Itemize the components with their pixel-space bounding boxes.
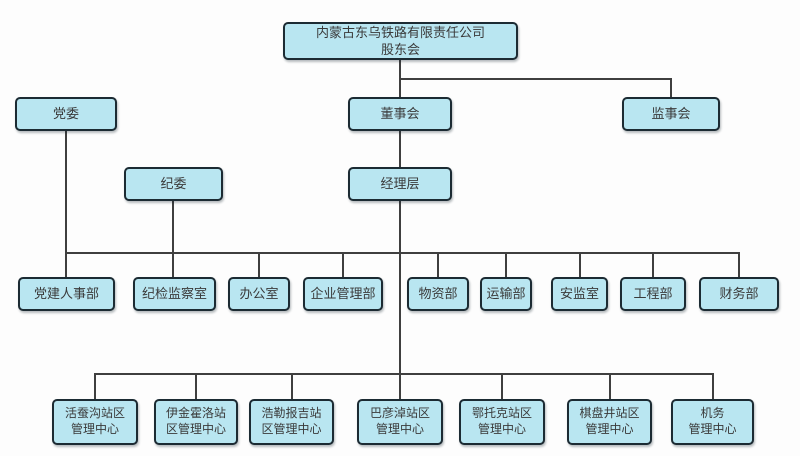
connector-party-down bbox=[65, 131, 67, 277]
org-node-safety-supervision-office: 安监室 bbox=[551, 277, 608, 311]
connector-center-drop bbox=[712, 373, 714, 399]
department-label: 运输部 bbox=[486, 286, 526, 302]
org-node-general-office: 办公室 bbox=[228, 277, 290, 311]
center-label-line2: 管理中心 bbox=[375, 422, 424, 436]
connector-management-down bbox=[399, 201, 401, 400]
department-label: 办公室 bbox=[239, 286, 279, 302]
supervisory-board-label: 监事会 bbox=[651, 106, 691, 122]
org-node-party-committee: 党委 bbox=[15, 97, 117, 131]
center-label-line2: 区管理中心 bbox=[165, 422, 226, 436]
org-node-locomotive-management-center: 机务 管理中心 bbox=[671, 399, 754, 445]
department-label: 工程部 bbox=[633, 286, 673, 302]
org-node-finance-dept: 财务部 bbox=[699, 277, 779, 311]
connector-dept-drop bbox=[258, 252, 260, 277]
org-node-etuoke-station-center: 鄂托克站区 管理中心 bbox=[459, 399, 545, 445]
department-label: 安监室 bbox=[559, 286, 599, 302]
center-label-line1: 棋盘井站区 bbox=[579, 406, 640, 421]
org-node-qipanjing-station-center: 棋盘井站区 管理中心 bbox=[567, 399, 652, 445]
shareholders-label-line1: 内蒙古东乌铁路有限责任公司 bbox=[315, 24, 485, 40]
center-label-line2: 管理中心 bbox=[585, 422, 634, 436]
connector-discipline-down bbox=[172, 201, 174, 277]
center-label-line1: 鄂托克站区 bbox=[471, 406, 532, 421]
discipline-committee-label: 纪委 bbox=[160, 176, 187, 192]
board-of-directors-label: 董事会 bbox=[380, 106, 420, 122]
center-label-line1: 巴彦淖站区 bbox=[369, 406, 430, 421]
department-label: 财务部 bbox=[719, 286, 759, 302]
connector-dept-drop bbox=[505, 252, 507, 277]
connector-dept-drop bbox=[652, 252, 654, 277]
org-node-yijinhuoluo-station-center: 伊金霍洛站 区管理中心 bbox=[154, 399, 238, 445]
connector-center-drop bbox=[94, 373, 96, 399]
connector-center-bus bbox=[94, 373, 714, 375]
org-node-enterprise-management-dept: 企业管理部 bbox=[303, 277, 383, 311]
org-node-discipline-committee: 纪委 bbox=[124, 167, 223, 201]
management-team-label: 经理层 bbox=[380, 176, 420, 192]
org-node-transportation-dept: 运输部 bbox=[480, 277, 532, 311]
department-label: 企业管理部 bbox=[310, 286, 376, 302]
department-label: 物资部 bbox=[418, 286, 458, 302]
center-label-line2: 管理中心 bbox=[70, 422, 119, 436]
party-committee-label: 党委 bbox=[52, 106, 79, 122]
connector-center-drop bbox=[501, 373, 503, 399]
org-node-huocangou-station-center: 活蚕沟站区 管理中心 bbox=[52, 399, 138, 445]
org-node-bayannao-station-center: 巴彦淖站区 管理中心 bbox=[357, 399, 443, 445]
org-node-discipline-inspection-office: 纪检监察室 bbox=[133, 277, 216, 311]
center-label-line1: 活蚕沟站区 bbox=[64, 406, 125, 421]
connector-dept-bus bbox=[65, 252, 740, 254]
connector-dept-drop bbox=[738, 252, 740, 277]
org-node-shareholders-meeting: 内蒙古东乌铁路有限责任公司 股东会 bbox=[283, 22, 518, 60]
org-node-board-of-directors: 董事会 bbox=[348, 97, 452, 131]
connector-top-bus bbox=[399, 78, 672, 80]
center-label-line1: 伊金霍洛站 bbox=[165, 406, 226, 421]
org-node-haolebaoji-station-center: 浩勒报吉站 区管理中心 bbox=[249, 399, 334, 445]
center-label-line2: 管理中心 bbox=[477, 422, 526, 436]
center-label-line1: 机务 bbox=[700, 406, 725, 421]
department-label: 党建人事部 bbox=[33, 286, 99, 302]
connector-dept-drop bbox=[579, 252, 581, 277]
connector-board-to-management bbox=[399, 131, 401, 167]
connector-center-drop bbox=[291, 373, 293, 399]
org-node-management-team: 经理层 bbox=[348, 167, 452, 201]
connector-center-drop bbox=[195, 373, 197, 399]
connector-dept-drop bbox=[437, 252, 439, 277]
connector-center-drop bbox=[609, 373, 611, 399]
shareholders-label-line2: 股东会 bbox=[380, 42, 420, 57]
org-node-engineering-dept: 工程部 bbox=[620, 277, 686, 311]
org-node-supervisory-board: 监事会 bbox=[622, 97, 720, 131]
org-node-party-building-hr-dept: 党建人事部 bbox=[18, 277, 115, 311]
center-label-line1: 浩勒报吉站 bbox=[261, 406, 322, 421]
center-label-line2: 管理中心 bbox=[688, 422, 737, 436]
org-node-materials-dept: 物资部 bbox=[407, 277, 469, 311]
connector-dept-drop bbox=[342, 252, 344, 277]
connector-supervisory-drop bbox=[670, 78, 672, 97]
center-label-line2: 区管理中心 bbox=[261, 422, 322, 436]
department-label: 纪检监察室 bbox=[141, 286, 207, 302]
